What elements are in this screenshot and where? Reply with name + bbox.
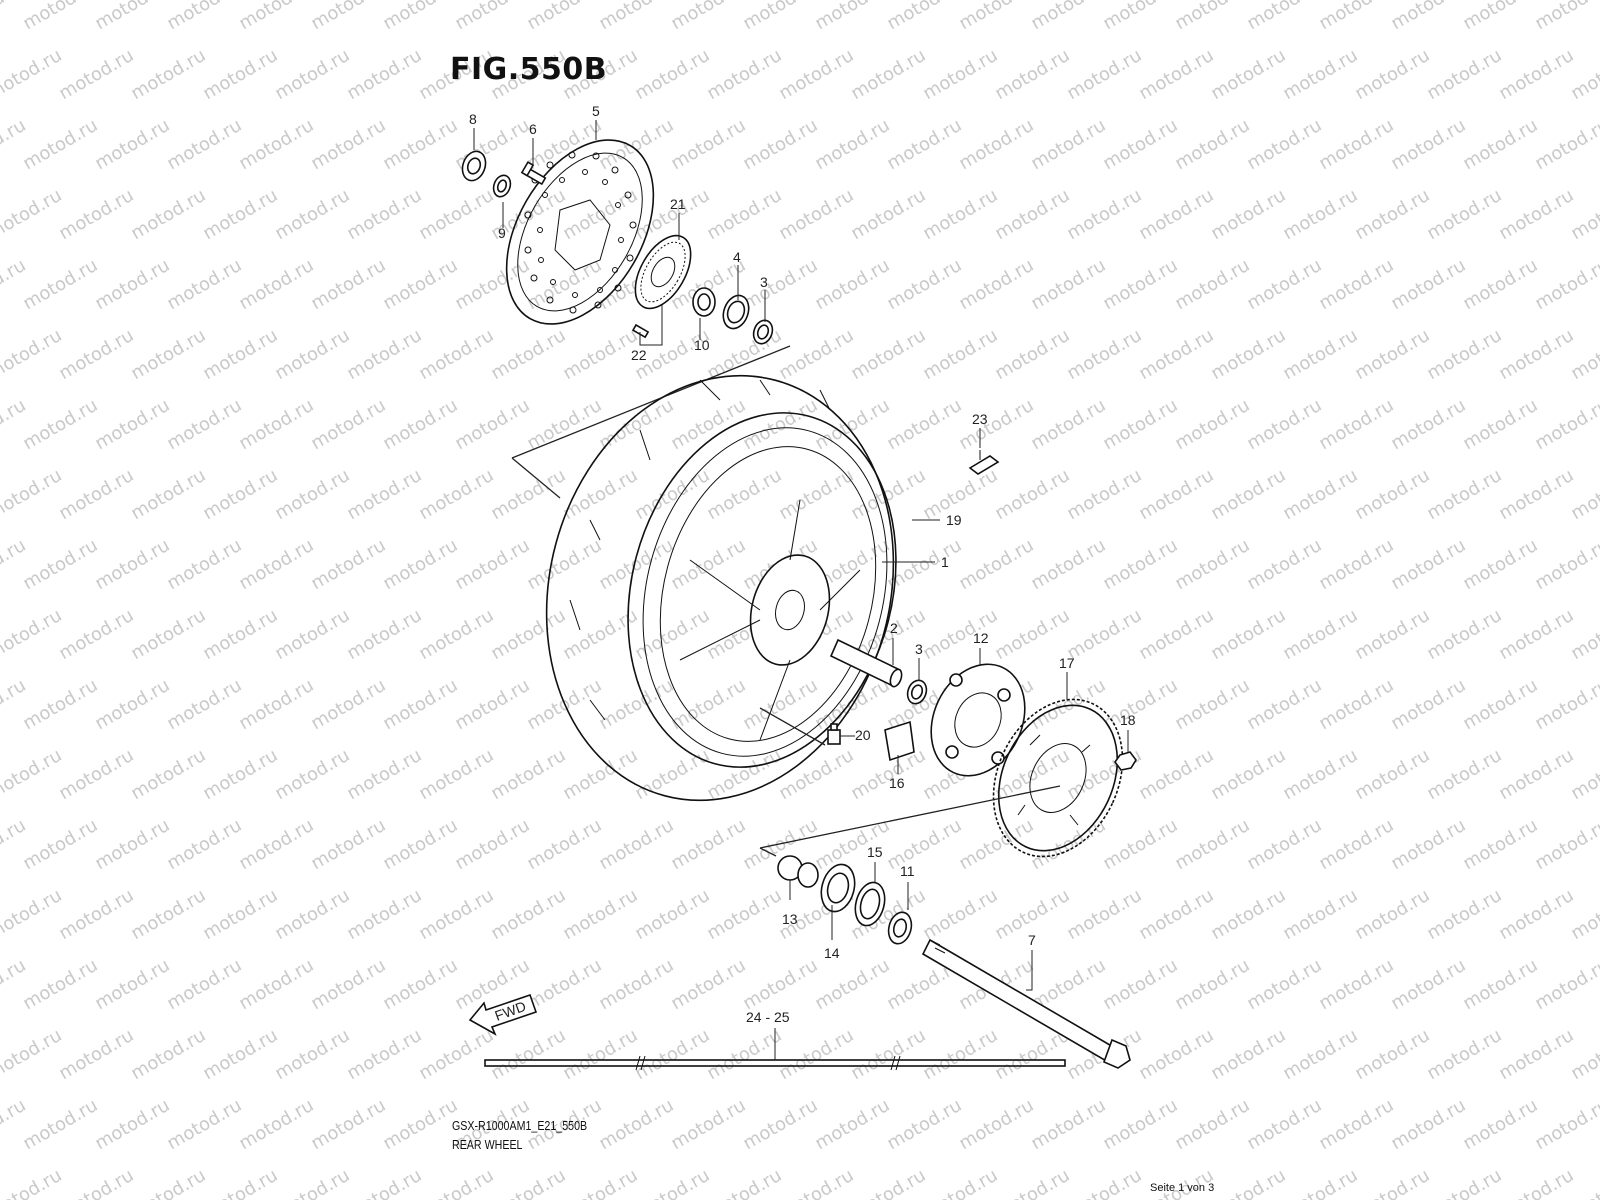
callout-22: 22 [631, 347, 647, 363]
callout-9: 9 [498, 225, 506, 241]
callout-19: 19 [946, 512, 962, 528]
callout-17: 17 [1059, 655, 1075, 671]
collar-13[interactable] [777, 855, 819, 888]
model-code: GSX-R1000AM1_E21_550B [452, 1118, 588, 1133]
callout-4: 4 [733, 249, 741, 265]
callout-23: 23 [972, 411, 988, 427]
callout-1: 1 [941, 554, 949, 570]
bracket-16[interactable] [884, 720, 915, 762]
callout-8: 8 [469, 111, 477, 127]
sensor-ring-21[interactable] [624, 226, 702, 317]
balance-weight-23[interactable] [968, 450, 1000, 475]
bolt-6[interactable] [520, 161, 547, 186]
leader-lines [473, 120, 1129, 1060]
callout-18: 18 [1120, 712, 1136, 728]
callout-2: 2 [890, 620, 898, 636]
sprocket-17[interactable] [969, 678, 1147, 877]
rear-wheel-tyre[interactable] [500, 336, 940, 839]
nut-8[interactable] [459, 148, 490, 184]
figure-name: REAR WHEEL [452, 1137, 523, 1152]
callout-labels: 1 2 3 3 4 5 6 7 8 9 10 11 12 13 14 15 16… [469, 103, 1136, 1025]
collar-11[interactable] [885, 910, 915, 947]
washer-9[interactable] [491, 173, 514, 199]
collar-10[interactable] [692, 287, 716, 317]
callout-10: 10 [694, 337, 710, 353]
seal-15[interactable] [851, 879, 889, 929]
page-number: Seite 1 von 3 [1150, 1182, 1215, 1194]
callout-20: 20 [855, 727, 871, 743]
bearing-14[interactable] [816, 861, 859, 916]
figure-title: FIG.550B [450, 52, 608, 87]
callout-21: 21 [670, 196, 686, 212]
callout-14: 14 [824, 945, 840, 961]
callout-12: 12 [973, 630, 989, 646]
screw-22[interactable] [631, 323, 650, 339]
bearing-3-lower[interactable] [904, 678, 929, 707]
callout-3-upper: 3 [760, 274, 768, 290]
callout-3-lower: 3 [915, 641, 923, 657]
callout-11: 11 [900, 863, 915, 879]
bearing-3-upper[interactable] [750, 318, 775, 347]
spacer-2[interactable] [829, 638, 904, 688]
nut-18[interactable] [1114, 751, 1137, 771]
callout-24-25: 24 - 25 [746, 1009, 790, 1025]
callout-6: 6 [529, 121, 537, 137]
callout-15: 15 [867, 844, 883, 860]
valve-20[interactable] [827, 723, 841, 745]
callout-5: 5 [592, 103, 600, 119]
callout-7: 7 [1028, 932, 1036, 948]
fwd-arrow-icon: FWD [468, 993, 538, 1036]
callout-13: 13 [782, 911, 798, 927]
axle-7[interactable] [921, 938, 1131, 1069]
callout-16: 16 [889, 775, 905, 791]
sprocket-carrier-12[interactable] [914, 649, 1043, 791]
brake-disc[interactable] [476, 114, 683, 349]
oil-seal-4[interactable] [719, 292, 753, 332]
